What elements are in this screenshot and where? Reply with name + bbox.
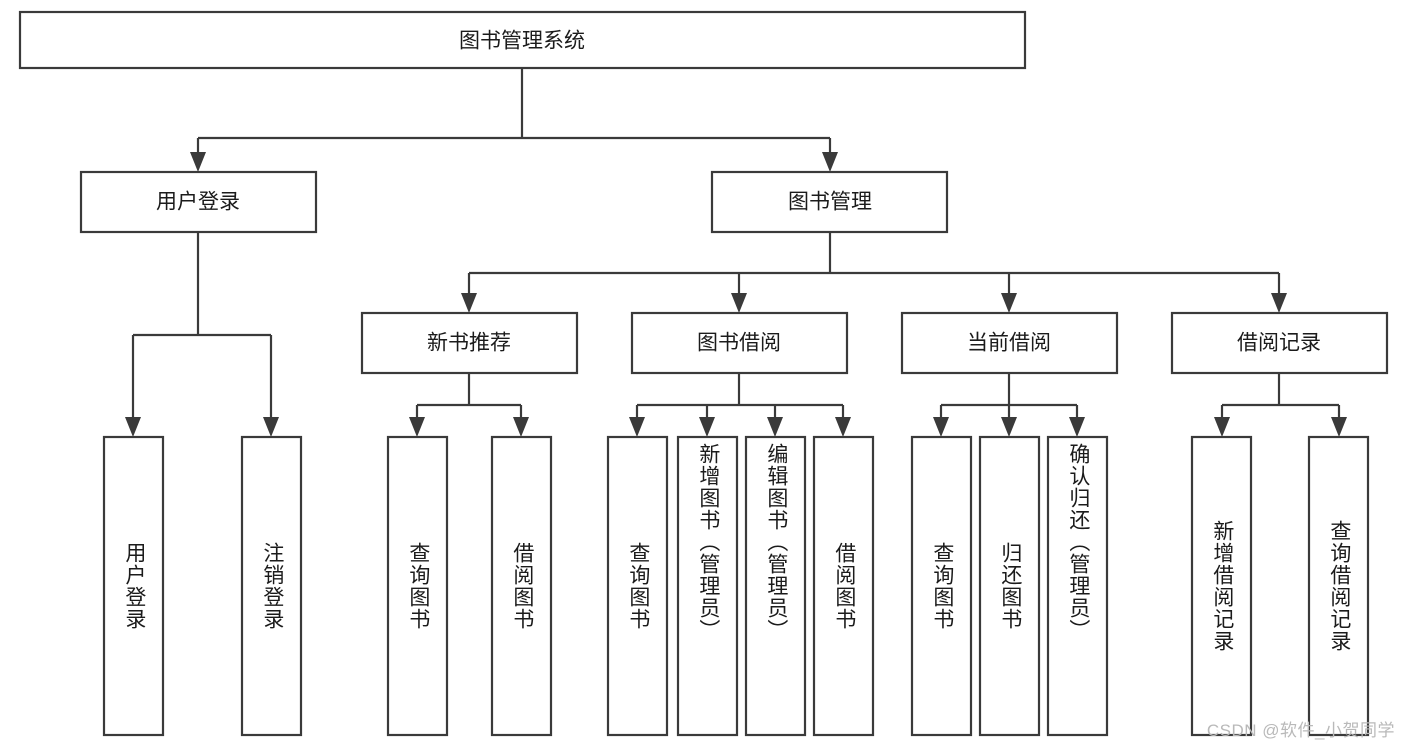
node-user-login-label: 用户登录 xyxy=(156,191,240,214)
arrow-head-leaf-confirm-return xyxy=(1069,417,1085,437)
connector-group-root xyxy=(190,68,838,172)
arrow-head-leaf-query-book-3 xyxy=(933,417,949,437)
arrow-head-current-borrow xyxy=(1001,293,1017,313)
leaf-box-query-borrow-record[interactable] xyxy=(1307,435,1370,737)
connector-group-current-borrow-children xyxy=(933,373,1085,437)
leaf-box-borrow-book-1[interactable] xyxy=(490,435,553,737)
leaf-box-query-book-2[interactable] xyxy=(606,435,669,737)
node-root-label: 图书管理系统 xyxy=(459,30,585,53)
node-user-login[interactable]: 用户登录 xyxy=(79,170,318,234)
node-book-borrow-box[interactable] xyxy=(630,311,849,375)
node-new-book-recommend[interactable]: 新书推荐 xyxy=(360,311,579,375)
node-current-borrow[interactable]: 当前借阅 xyxy=(900,311,1119,375)
node-book-management[interactable]: 图书管理 xyxy=(710,170,949,234)
arrow-head-leaf-logout xyxy=(263,417,279,437)
connector-group-borrow-record-children xyxy=(1214,373,1347,437)
connector-group-new-book-rec-children xyxy=(409,373,529,437)
leaf-box-edit-book[interactable] xyxy=(744,435,807,737)
leaf-box-confirm-return[interactable] xyxy=(1046,435,1109,737)
arrow-head-leaf-borrow-book-2 xyxy=(835,417,851,437)
node-book-borrow[interactable]: 图书借阅 xyxy=(630,311,849,375)
leaf-boxes xyxy=(102,435,1370,737)
node-current-borrow-label: 当前借阅 xyxy=(967,332,1051,355)
leaf-box-logout[interactable] xyxy=(240,435,303,737)
node-book-management-box[interactable] xyxy=(710,170,949,234)
watermark-text: CSDN @软件_小贺同学 xyxy=(1206,721,1395,740)
arrow-head-leaf-query-book-1 xyxy=(409,417,425,437)
leaf-box-return-book[interactable] xyxy=(978,435,1041,737)
connector-group-book-borrow-children xyxy=(629,373,851,437)
leaf-box-user-login[interactable] xyxy=(102,435,165,737)
arrow-head-user-login xyxy=(190,152,206,172)
arrow-head-new-book-rec xyxy=(461,293,477,313)
leaf-box-add-book[interactable] xyxy=(676,435,739,737)
node-current-borrow-box[interactable] xyxy=(900,311,1119,375)
arrow-head-leaf-add-book xyxy=(699,417,715,437)
connector-group-user-login-children xyxy=(125,232,279,437)
leaf-box-add-borrow-record[interactable] xyxy=(1190,435,1253,737)
node-book-management-label: 图书管理 xyxy=(788,191,872,214)
arrow-head-book-borrow xyxy=(731,293,747,313)
node-root[interactable]: 图书管理系统 xyxy=(18,10,1027,70)
arrow-head-borrow-record xyxy=(1271,293,1287,313)
leaf-box-query-book-1[interactable] xyxy=(386,435,449,737)
node-borrow-record-label: 借阅记录 xyxy=(1237,332,1321,355)
arrow-head-leaf-query-record xyxy=(1331,417,1347,437)
node-book-borrow-label: 图书借阅 xyxy=(697,332,781,355)
node-user-login-box[interactable] xyxy=(79,170,318,234)
leaf-box-borrow-book-2[interactable] xyxy=(812,435,875,737)
connector-group-book-mgmt-children xyxy=(461,232,1287,313)
arrow-head-leaf-return-book xyxy=(1001,417,1017,437)
leaf-box-query-book-3[interactable] xyxy=(910,435,973,737)
arrow-head-book-mgmt xyxy=(822,152,838,172)
node-borrow-record-box[interactable] xyxy=(1170,311,1389,375)
arrow-head-leaf-edit-book xyxy=(767,417,783,437)
node-new-book-recommend-label: 新书推荐 xyxy=(427,332,511,355)
node-new-book-recommend-box[interactable] xyxy=(360,311,579,375)
arrow-head-leaf-add-record xyxy=(1214,417,1230,437)
node-root-box[interactable] xyxy=(18,10,1027,70)
node-borrow-record[interactable]: 借阅记录 xyxy=(1170,311,1389,375)
arrow-head-leaf-borrow-book-1 xyxy=(513,417,529,437)
arrow-head-leaf-query-book-2 xyxy=(629,417,645,437)
arrow-head-leaf-user-login xyxy=(125,417,141,437)
